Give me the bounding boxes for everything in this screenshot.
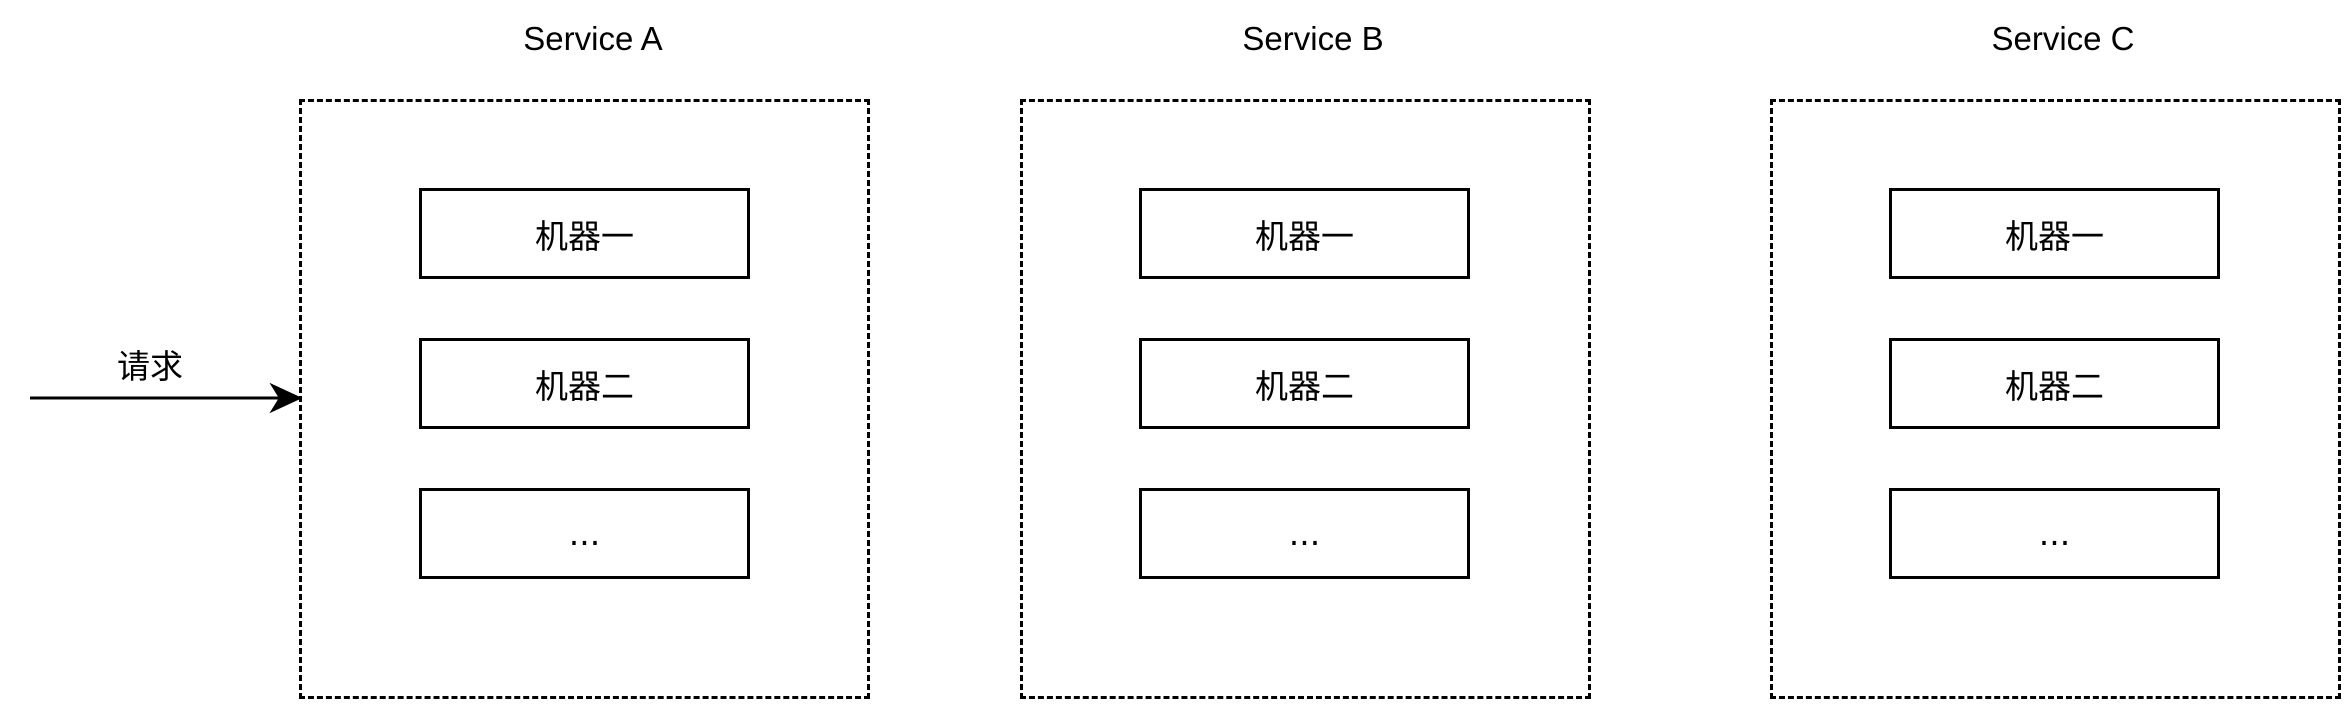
service-title-a: Service A bbox=[523, 20, 663, 57]
machine-box-b-2: 机器二 bbox=[1139, 338, 1470, 429]
machine-box-a-1: 机器一 bbox=[419, 188, 750, 279]
machine-box-c-more: ... bbox=[1889, 488, 2220, 579]
machine-box-a-more: ... bbox=[419, 488, 750, 579]
machine-box-b-more: ... bbox=[1139, 488, 1470, 579]
service-container-c bbox=[1770, 99, 2341, 699]
service-title-c: Service C bbox=[1991, 20, 2135, 57]
service-container-b bbox=[1020, 99, 1591, 699]
machine-box-c-1: 机器一 bbox=[1889, 188, 2220, 279]
machine-box-b-1: 机器一 bbox=[1139, 188, 1470, 279]
service-title-b: Service B bbox=[1242, 20, 1384, 57]
service-container-a bbox=[299, 99, 870, 699]
request-arrow-head bbox=[269, 382, 303, 414]
request-label: 请求 bbox=[117, 347, 183, 386]
machine-box-a-2: 机器二 bbox=[419, 338, 750, 429]
machine-box-c-2: 机器二 bbox=[1889, 338, 2220, 429]
